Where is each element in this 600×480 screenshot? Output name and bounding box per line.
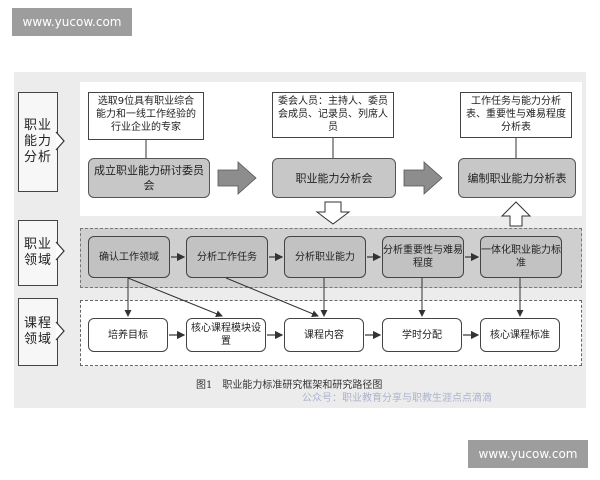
side-label-course-domain: 课程领域 — [18, 298, 58, 366]
up-arrow-outline — [500, 201, 532, 227]
mid-box-analyze-ability: 分析职业能力 — [284, 236, 366, 278]
side-chevron-3 — [55, 321, 65, 341]
bottom-box-hour-allocation: 学时分配 — [382, 318, 462, 352]
mid-box-analyze-tasks: 分析工作任务 — [186, 236, 268, 278]
figure-caption: 图1 职业能力标准研究框架和研究路径图 — [196, 380, 383, 391]
mid-box-importance-difficulty: 分析重要性与难易程度 — [382, 236, 464, 278]
note-members: 委会人员：主持人、委员会成员、记录员、列席人员 — [272, 92, 394, 138]
side-chevron-1 — [55, 131, 65, 151]
mid-box-integrated-standard: 一体化职业能力标准 — [480, 236, 562, 278]
watermark-top: www.yucow.com — [12, 8, 132, 36]
block-arrow-2 — [403, 161, 443, 195]
side-label-job-domain: 职业领域 — [18, 220, 58, 286]
watermark-bottom: www.yucow.com — [468, 440, 588, 468]
side-chevron-2 — [55, 241, 65, 261]
bottom-box-training-goal: 培养目标 — [88, 318, 168, 352]
box-establish-committee: 成立职业能力研讨委员会 — [88, 158, 210, 198]
bottom-box-course-content: 课程内容 — [284, 318, 364, 352]
note-analysis-tables: 工作任务与能力分析表、重要性与难易程度分析表 — [460, 92, 572, 138]
box-analysis-meeting: 职业能力分析会 — [272, 158, 396, 198]
note-experts: 选取9位具有职业综合能力和一线工作经验的行业企业的专家 — [88, 92, 204, 140]
block-arrow-1 — [217, 161, 257, 195]
down-arrow-outline — [315, 201, 351, 225]
mid-box-confirm-domain: 确认工作领域 — [88, 236, 170, 278]
bottom-box-core-modules: 核心课程模块设置 — [186, 318, 266, 352]
caption-watermark: 公众号：职业教育分享与职教生涯点点滴滴 — [302, 393, 492, 404]
bottom-box-core-standard: 核心课程标准 — [480, 318, 560, 352]
box-compile-table: 编制职业能力分析表 — [458, 158, 576, 198]
